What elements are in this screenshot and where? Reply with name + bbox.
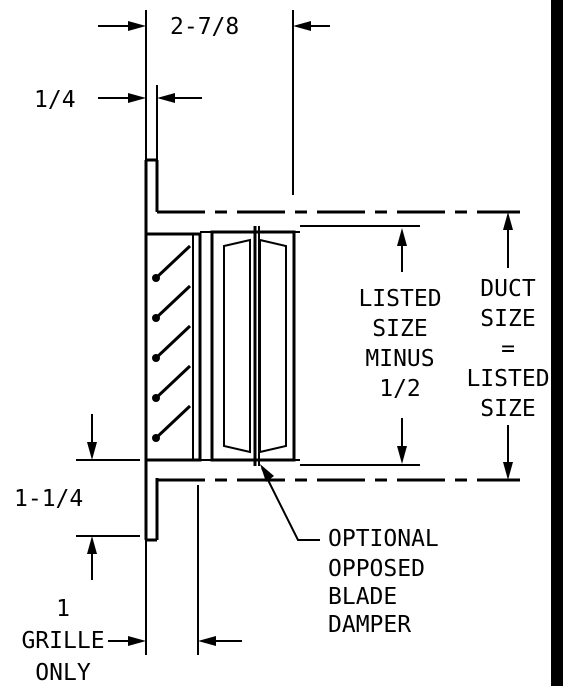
listed-size-line4: 1/2 — [379, 376, 421, 402]
damper-callout-line1: OPTIONAL — [328, 526, 439, 552]
duct-size-line3: = — [501, 336, 515, 362]
grille-blade — [154, 244, 192, 280]
drawing-border-bar — [551, 0, 563, 686]
grille-blade — [154, 404, 192, 440]
grille-blade-pivot — [152, 434, 160, 442]
arrowhead — [128, 93, 146, 103]
arrowhead — [198, 636, 216, 646]
dim-label-top-width: 2-7/8 — [170, 14, 239, 40]
grille-only-line1: 1 — [56, 596, 70, 622]
dim-label-flange: 1/4 — [34, 87, 76, 113]
arrowhead — [503, 462, 513, 480]
arrowhead — [128, 21, 146, 31]
listed-size-line1: LISTED — [358, 286, 441, 312]
grille-blade — [154, 324, 192, 360]
grille-blades — [152, 244, 192, 442]
arrowhead — [157, 93, 175, 103]
damper-callout-line2: OPPOSED — [328, 556, 425, 582]
duct-size-line5: SIZE — [480, 396, 535, 422]
duct-size-line2: SIZE — [480, 306, 535, 332]
grille-only-label: 1 GRILLE ONLY — [21, 596, 104, 686]
grille-only-line2: GRILLE — [21, 628, 104, 654]
grille-blade-pivot — [152, 314, 160, 322]
arrowhead — [397, 446, 407, 464]
duct-size-line1: DUCT — [480, 276, 536, 302]
arrowhead — [503, 212, 513, 230]
grille-blade — [154, 284, 192, 320]
grille-blade-pivot — [152, 394, 160, 402]
duct-size-label: DUCT SIZE = LISTED SIZE — [466, 276, 549, 422]
damper-leader-line — [261, 467, 320, 541]
opposed-blade-damper — [200, 226, 300, 466]
damper-blade-right — [259, 238, 287, 454]
arrowhead — [293, 21, 311, 31]
dim-label-bottom-offset: 1-1/4 — [14, 486, 83, 512]
arrowhead — [87, 536, 97, 554]
grille-blade-pivot — [152, 274, 160, 282]
listed-size-line2: SIZE — [372, 316, 427, 342]
arrowhead — [397, 228, 407, 246]
grille-body — [144, 232, 202, 462]
damper-blade-left — [223, 238, 251, 454]
damper-callout-label: OPTIONAL OPPOSED BLADE DAMPER — [328, 526, 439, 638]
damper-callout-line3: BLADE — [328, 584, 397, 610]
grille-blade — [154, 364, 192, 400]
damper-callout-line4: DAMPER — [328, 612, 411, 638]
arrowhead — [260, 464, 274, 482]
duct-size-line4: LISTED — [466, 366, 549, 392]
grille-only-line3: ONLY — [35, 660, 91, 686]
arrowhead — [128, 636, 146, 646]
grille-blade-pivot — [152, 354, 160, 362]
listed-size-line3: MINUS — [365, 346, 434, 372]
arrowhead — [87, 442, 97, 460]
listed-size-label: LISTED SIZE MINUS 1/2 — [358, 286, 441, 402]
